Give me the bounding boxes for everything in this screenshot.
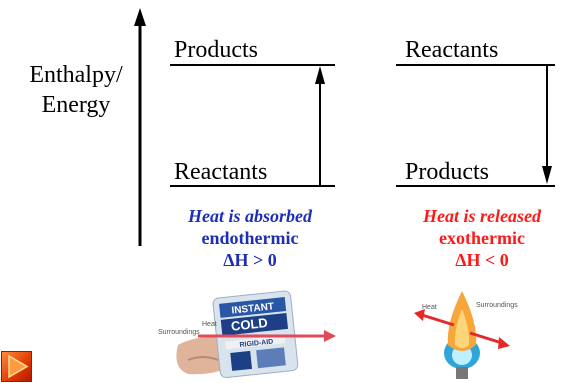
endo-heat-text: Heat is absorbed	[188, 206, 312, 226]
endo-dh-text: ΔH > 0	[223, 250, 277, 270]
exo-dh-text: ΔH < 0	[455, 250, 509, 270]
cold-pack-product: RIGID-AID	[239, 338, 273, 348]
exo-caption: Heat is released exothermic ΔH < 0	[392, 205, 561, 271]
cold-pack-image: INSTANT COLD RIGID-AID Heat Surroundings	[158, 290, 336, 379]
exo-heat-text: Heat is released	[423, 206, 541, 226]
flame-image: Heat Surroundings	[414, 291, 518, 379]
axis-label-line1: Enthalpy/	[29, 62, 123, 88]
cold-pack-heat-label: Heat	[202, 321, 217, 328]
cold-pack-brand-line1: INSTANT	[231, 301, 275, 316]
cold-pack-surroundings-label: Surroundings	[158, 329, 200, 336]
endo-reactants-label: Reactants	[174, 159, 268, 185]
endo-caption: Heat is absorbed endothermic ΔH > 0	[160, 205, 340, 271]
exo-products-label: Products	[405, 159, 489, 185]
endo-arrowhead	[315, 66, 325, 84]
exo-type-text: exothermic	[439, 228, 525, 248]
exo-reactants-label: Reactants	[405, 37, 499, 63]
exo-arrowhead	[542, 166, 552, 184]
next-slide-button[interactable]	[1, 351, 32, 382]
flame-surroundings-label: Surroundings	[476, 302, 518, 309]
flame-heat-label: Heat	[422, 304, 437, 311]
axis-label: Enthalpy/ Energy	[12, 60, 140, 120]
endo-products-label: Products	[174, 37, 258, 63]
endo-type-text: endothermic	[201, 228, 299, 248]
axis-label-line2: Energy	[41, 92, 111, 118]
enthalpy-axis-arrowhead	[134, 8, 146, 26]
cold-pack-brand-line2: COLD	[230, 315, 268, 334]
play-triangle-icon	[8, 354, 29, 379]
